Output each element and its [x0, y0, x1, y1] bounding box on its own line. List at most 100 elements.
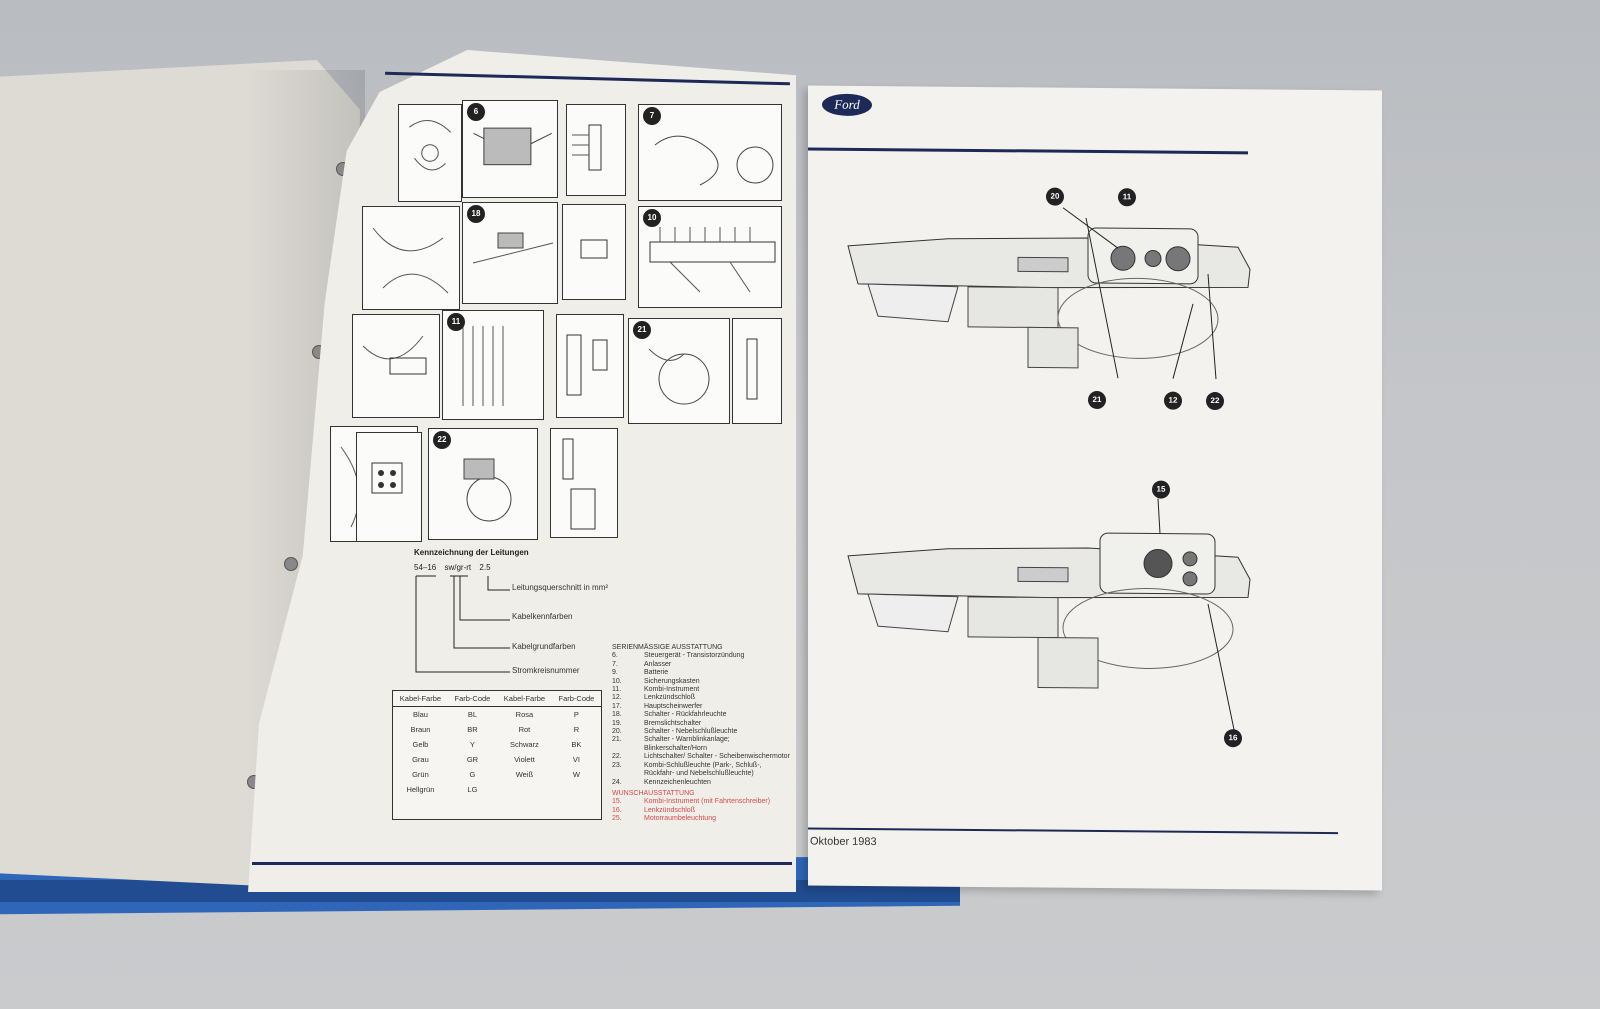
equipment-item: 10. Sicherungskasten	[612, 678, 790, 686]
figure-label: 7	[643, 107, 661, 125]
legend-label-circuit: Stromkreisnummer	[512, 666, 580, 675]
callout-badge: 21	[1088, 390, 1106, 410]
equipment-item: 15. Kombi-Instrument (mit Fahrtenschreibe…	[612, 798, 790, 806]
connector-thumbnail	[556, 314, 624, 418]
dashboard-illustration-top	[847, 207, 1251, 380]
footer-date: Oktober 1983	[810, 835, 877, 849]
equipment-number: 7.	[612, 660, 618, 668]
legend-example-colors: sw/gr-rt	[444, 563, 472, 572]
connector-thumbnail	[562, 204, 626, 300]
legend-label-identification: Kabelkennfarben	[512, 612, 573, 621]
table-cell: Braun	[410, 725, 431, 734]
equipment-number: 17.	[612, 702, 622, 710]
table-cell: Grün	[412, 770, 429, 779]
diagram-thumbnail: 18	[462, 202, 558, 304]
callout-badge: 15	[1152, 480, 1170, 499]
connector-thumbnail	[356, 432, 422, 542]
table-cell: Violett	[514, 755, 535, 764]
figure-label: 10	[643, 209, 661, 227]
equipment-label: Batterie	[644, 669, 669, 677]
equipment-label: Kombi-Instrument	[644, 686, 700, 694]
color-code-table-frame: Kabel-Farbe Farb-Code Kabel-Farbe Farb-C…	[392, 690, 602, 820]
equipment-number: 16.	[612, 806, 622, 814]
equipment-label: Hauptscheinwerfer	[644, 702, 703, 710]
callout-badge: 12	[1164, 391, 1182, 410]
table-header: Farb-Code	[551, 691, 601, 707]
equipment-label: Anlasser	[644, 660, 672, 668]
equipment-item: 23. Kombi-Schlußleuchte (Park-, Schluß-, …	[612, 762, 790, 779]
diagram-thumbnail: 21	[628, 318, 730, 424]
table-cell: Weiß	[515, 770, 534, 779]
equipment-item: 21. Schalter - Warnblinkanlage; Blinkersc…	[612, 736, 790, 753]
equipment-label: Sicherungskasten	[644, 677, 700, 685]
equipment-label: Schalter - Nebelschlußleuchte	[644, 728, 738, 736]
callout-badge: 16	[1224, 729, 1242, 748]
equipment-label: Bremslichtschalter	[644, 719, 702, 727]
equipment-label: Kennzeichenleuchten	[644, 778, 711, 786]
equipment-item: 20. Schalter - Nebelschlußleuchte	[612, 728, 790, 736]
table-cell: Grau	[412, 755, 429, 764]
equipment-list: SERIENMÄSSIGE AUSSTATTUNG 6. Steuergerät …	[612, 644, 790, 824]
table-cell: BR	[467, 725, 478, 734]
equipment-number: 9.	[612, 669, 618, 677]
equipment-label: Schalter - Rückfahrleuchte	[644, 711, 727, 719]
equipment-label: Schalter - Warnblinkanlage; Blinkerschal…	[644, 736, 730, 752]
table-cell: P	[573, 710, 579, 719]
table-cell: R	[573, 725, 580, 734]
connector-thumbnail	[550, 428, 618, 538]
diagram-thumbnail: 11	[442, 310, 544, 420]
bottom-rule	[252, 862, 792, 865]
dashboard-page: Ford 20 11 21 12 22 15 16 Oktober 1983	[808, 85, 1382, 891]
legend-label-size: Leitungsquerschnitt in mm²	[512, 583, 609, 592]
table-cell: Y	[469, 740, 475, 749]
legend-example-circuit: 54–16	[414, 563, 437, 572]
figure-label: 21	[633, 321, 651, 339]
table-cell	[552, 782, 601, 797]
figure-label: 18	[467, 205, 485, 223]
equipment-item: 22.Lichtschalter/ Schalter - Scheibenwis…	[612, 753, 790, 761]
callout-badge: 20	[1046, 187, 1064, 206]
equipment-label: Kombi-Schlußleuchte (Park-, Schluß-, Rüc…	[644, 761, 762, 778]
table-header: Farb-Code	[447, 691, 497, 707]
equipment-item: 25.Motorraumbeleuchtung	[612, 815, 790, 823]
binder-ring	[284, 557, 298, 571]
equipment-label: Kombi-Instrument (mit Fahrtenschreiber)	[644, 798, 771, 806]
equipment-number: 15.	[612, 798, 622, 806]
equipment-number: 24.	[612, 778, 622, 786]
callout-badge: 11	[1118, 188, 1136, 207]
equipment-number: 20.	[612, 728, 622, 736]
fuse-box-thumbnail: 10	[638, 206, 782, 308]
connector-thumbnail	[732, 318, 782, 424]
diagram-thumbnail	[362, 206, 460, 310]
equipment-number: 11.	[612, 686, 622, 694]
equipment-item: 6. Steuergerät - Transistorzündung	[612, 652, 790, 660]
legend-leader-lines	[415, 575, 510, 673]
table-header: Kabel-Farbe	[496, 691, 552, 707]
legend-heading: Kennzeichnung der Leitungen	[414, 548, 529, 557]
equipment-item: 19. Bremslichtschalter	[612, 720, 790, 728]
equipment-number: 23.	[612, 761, 622, 769]
table-cell: VI	[572, 755, 580, 764]
cable-marking-legend: Kennzeichnung der Leitungen 54–16 sw/gr-…	[414, 548, 614, 572]
figure-label: 22	[433, 431, 451, 449]
equipment-item: 16. Lenkzündschloß	[612, 807, 790, 815]
equipment-number: 21.	[612, 736, 622, 744]
equipment-number: 19.	[612, 719, 622, 727]
equipment-number: 6.	[612, 652, 618, 660]
optional-equipment-heading: WUNSCHAUSSTATTUNG	[612, 789, 695, 797]
equipment-label: Steuergerät - Transistorzündung	[644, 652, 745, 660]
equipment-number: 18.	[612, 711, 622, 719]
table-cell: Rosa	[515, 710, 534, 719]
equipment-item: 18. Schalter - Rückfahrleuchte	[612, 711, 790, 719]
standard-equipment-heading: SERIENMÄSSIGE AUSSTATTUNG	[612, 644, 723, 651]
header-rule	[808, 147, 1248, 155]
equipment-number: 22.	[612, 753, 622, 761]
equipment-number: 10.	[612, 677, 622, 685]
equipment-label: Lenkzündschloß	[644, 806, 695, 814]
diagram-thumbnail: 6	[462, 100, 558, 198]
equipment-number: 25.	[612, 815, 622, 823]
equipment-item: 7. Anlasser	[612, 661, 790, 669]
callout-badge: 22	[1206, 391, 1224, 411]
